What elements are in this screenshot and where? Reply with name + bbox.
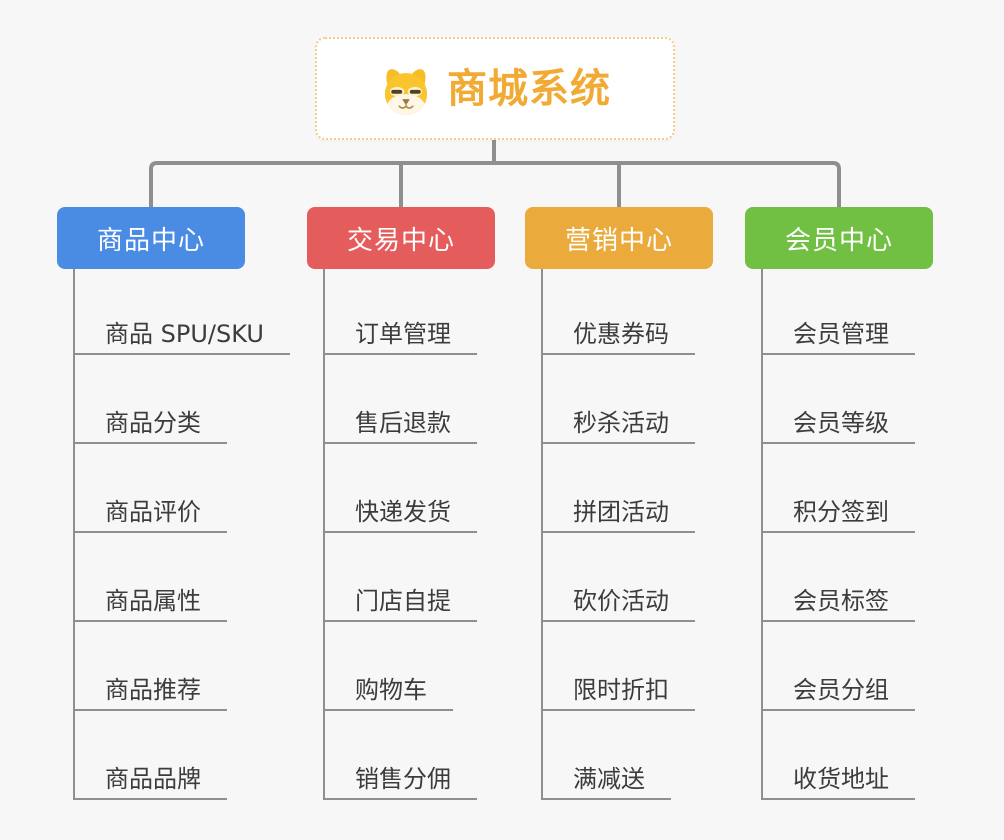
child-topic[interactable]: 满减送 [543,711,671,800]
child-topic[interactable]: 门店自提 [325,533,477,622]
child-topic[interactable]: 商品推荐 [75,622,227,711]
child-topic-label: 购物车 [355,676,427,704]
root-topic-label: 商城系统 [447,65,611,112]
child-topic[interactable]: 会员分组 [763,622,915,711]
child-topic-label: 快递发货 [355,498,451,526]
child-topic-label: 拼团活动 [573,498,669,526]
branch-topic-product-center[interactable]: 商品中心 [57,207,245,269]
child-topic[interactable]: 商品 SPU/SKU [75,269,290,355]
child-topic-label: 商品属性 [105,587,201,615]
child-topic-label: 满减送 [573,765,645,793]
child-topic-label: 限时折扣 [573,676,669,704]
branch-column-marketing-center: 营销中心 优惠券码 秒杀活动 拼团活动 砍价活动 限时折扣 满减送 [525,207,713,800]
child-topic-label: 收货地址 [793,765,889,793]
branch-topic-label: 商品中心 [96,225,205,256]
branch-topic-label: 营销中心 [564,225,673,256]
branch-topic-member-center[interactable]: 会员中心 [745,207,933,269]
child-topic[interactable]: 售后退款 [325,355,477,444]
child-topic[interactable]: 积分签到 [763,444,915,533]
child-topic[interactable]: 商品评价 [75,444,227,533]
child-topic-label: 会员标签 [793,587,889,615]
branch-column-member-center: 会员中心 会员管理 会员等级 积分签到 会员标签 会员分组 收货地址 [745,207,933,800]
child-topic-label: 会员分组 [793,676,889,704]
child-topic[interactable]: 商品分类 [75,355,227,444]
child-topic-label: 会员管理 [793,320,889,348]
child-topic-label: 会员等级 [793,409,889,437]
child-topic[interactable]: 优惠券码 [543,269,695,355]
child-topic-label: 门店自提 [355,587,451,615]
branch-topic-label: 会员中心 [784,225,893,256]
child-topic-label: 订单管理 [355,320,451,348]
branch-children: 会员管理 会员等级 积分签到 会员标签 会员分组 收货地址 [761,269,933,800]
branch-topic-label: 交易中心 [346,225,455,256]
child-topic[interactable]: 购物车 [325,622,453,711]
child-topic[interactable]: 砍价活动 [543,533,695,622]
child-topic-label: 商品 SPU/SKU [105,320,264,348]
branch-topic-marketing-center[interactable]: 营销中心 [525,207,713,269]
child-topic-label: 商品分类 [105,409,201,437]
child-topic[interactable]: 订单管理 [325,269,477,355]
root-topic[interactable]: 商城系统 [315,37,675,140]
child-topic[interactable]: 快递发货 [325,444,477,533]
child-topic[interactable]: 会员管理 [763,269,915,355]
child-topic[interactable]: 会员标签 [763,533,915,622]
branch-children: 订单管理 售后退款 快递发货 门店自提 购物车 销售分佣 [323,269,495,800]
branch-column-trade-center: 交易中心 订单管理 售后退款 快递发货 门店自提 购物车 销售分佣 [307,207,495,800]
child-topic-label: 商品推荐 [105,676,201,704]
child-topic-label: 销售分佣 [355,765,451,793]
branch-children: 优惠券码 秒杀活动 拼团活动 砍价活动 限时折扣 满减送 [541,269,713,800]
child-topic-label: 售后退款 [355,409,451,437]
child-topic-label: 商品评价 [105,498,201,526]
child-topic[interactable]: 销售分佣 [325,711,477,800]
child-topic[interactable]: 商品属性 [75,533,227,622]
branch-topic-trade-center[interactable]: 交易中心 [307,207,495,269]
branch-children: 商品 SPU/SKU 商品分类 商品评价 商品属性 商品推荐 商品品牌 [73,269,290,800]
child-topic[interactable]: 限时折扣 [543,622,695,711]
child-topic-label: 积分签到 [793,498,889,526]
child-topic-label: 秒杀活动 [573,409,669,437]
child-topic[interactable]: 收货地址 [763,711,915,800]
child-topic-label: 砍价活动 [573,587,669,615]
child-topic[interactable]: 拼团活动 [543,444,695,533]
child-topic-label: 商品品牌 [105,765,201,793]
child-topic[interactable]: 秒杀活动 [543,355,695,444]
doge-icon [379,62,433,116]
branch-column-product-center: 商品中心 商品 SPU/SKU 商品分类 商品评价 商品属性 商品推荐 商品品牌 [57,207,290,800]
child-topic-label: 优惠券码 [573,320,669,348]
child-topic[interactable]: 商品品牌 [75,711,227,800]
child-topic[interactable]: 会员等级 [763,355,915,444]
